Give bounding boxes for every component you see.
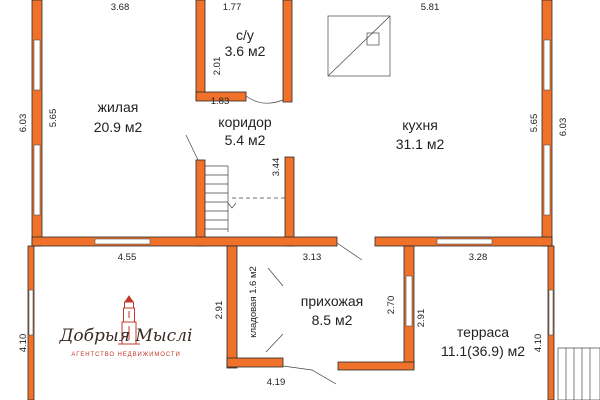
dim-mid-left: 4.55 — [118, 252, 137, 263]
window-right-mid — [543, 144, 551, 216]
room-living-area: 20.9 м2 — [94, 119, 143, 135]
dim-right-inner: 5.65 — [529, 114, 540, 133]
dim-hall-v2: 2.91 — [416, 309, 427, 328]
window-left-top — [33, 39, 41, 91]
terrace-steps — [557, 347, 600, 400]
window-terrace-right — [548, 289, 554, 336]
room-kitchen-name: кухня — [402, 117, 438, 133]
dim-mid-right: 3.28 — [469, 252, 488, 263]
room-corridor-area: 5.4 м2 — [225, 132, 266, 148]
room-terrace-area: 11.1(36.9) м2 — [441, 343, 525, 359]
door-pantry-swing — [265, 267, 284, 353]
dim-bottom: 4.19 — [267, 377, 286, 388]
wall-hall-bottom — [337, 361, 415, 371]
dim-mid-center: 3.13 — [303, 252, 322, 263]
window-middle-right — [436, 238, 493, 245]
window-hall-right — [405, 275, 413, 327]
dim-bottom-right: 4.10 — [533, 334, 544, 353]
room-terrace-name: терраса — [457, 324, 509, 340]
wall-middle-left — [31, 236, 338, 247]
logo-name: Добрыя Мыслі — [59, 326, 193, 346]
stairs — [205, 165, 285, 232]
dim-bottom-left: 4.10 — [18, 334, 29, 353]
room-labels: с/у 3.6 м2 жилая 20.9 м2 коридор 5.4 м2 … — [94, 27, 526, 359]
wall-bath-left — [195, 0, 206, 101]
room-living-name: жилая — [98, 99, 139, 115]
logo-subtitle: АГЕНТСТВО НЕДВИЖИМОСТИ — [71, 352, 180, 358]
dimension-labels: 3.68 1.77 5.81 2.01 1.83 6.03 5.65 5.65 … — [18, 2, 569, 388]
window-left-mid — [33, 144, 41, 216]
window-middle-left — [94, 238, 151, 245]
dim-bath-w: 1.83 — [211, 96, 230, 107]
door-entry-swing — [282, 365, 337, 385]
stair-steps — [205, 165, 237, 232]
dim-top-mid: 1.77 — [223, 2, 242, 13]
agency-logo: Добрыя Мыслі АГЕНТСТВО НЕДВИЖИМОСТИ — [59, 295, 193, 358]
dim-top-right: 5.81 — [421, 2, 440, 13]
doors — [185, 95, 363, 385]
room-hall-name: прихожая — [301, 293, 363, 309]
room-corridor-name: коридор — [218, 114, 272, 130]
dim-stair: 3.44 — [271, 158, 282, 177]
boiler-icon — [327, 15, 391, 77]
wall-bath-bottom — [195, 91, 247, 102]
window-right-top — [543, 39, 551, 91]
door-bath-swing — [245, 95, 284, 104]
dim-pantry-h: 2.91 — [214, 301, 225, 320]
room-kitchen-area: 31.1 м2 — [396, 136, 445, 152]
wall-stair — [284, 156, 295, 247]
wall-pantry-bottom — [226, 357, 284, 368]
windows — [28, 39, 554, 336]
wall-hall-left — [226, 245, 238, 369]
dim-bath-h: 2.01 — [212, 57, 223, 76]
window-terrace-left — [28, 289, 34, 336]
door-living-swing — [185, 134, 199, 161]
room-pantry-label: кладовая 1.6 м2 — [248, 266, 259, 338]
dim-top-left: 3.68 — [111, 2, 130, 13]
room-hall-area: 8.5 м2 — [312, 312, 353, 328]
dim-left-outer: 6.03 — [18, 114, 29, 133]
door-kitchen-swing — [336, 242, 363, 261]
wall-corridor-left — [195, 159, 206, 247]
dim-right-outer: 6.03 — [558, 118, 569, 137]
dim-left-inner: 5.65 — [48, 109, 59, 128]
room-bathroom-area: 3.6 м2 — [225, 43, 266, 59]
wall-bath-right — [282, 0, 293, 103]
dim-hall-v: 2.70 — [386, 296, 397, 315]
room-bathroom-name: с/у — [236, 27, 254, 43]
tower-icon — [118, 295, 140, 345]
